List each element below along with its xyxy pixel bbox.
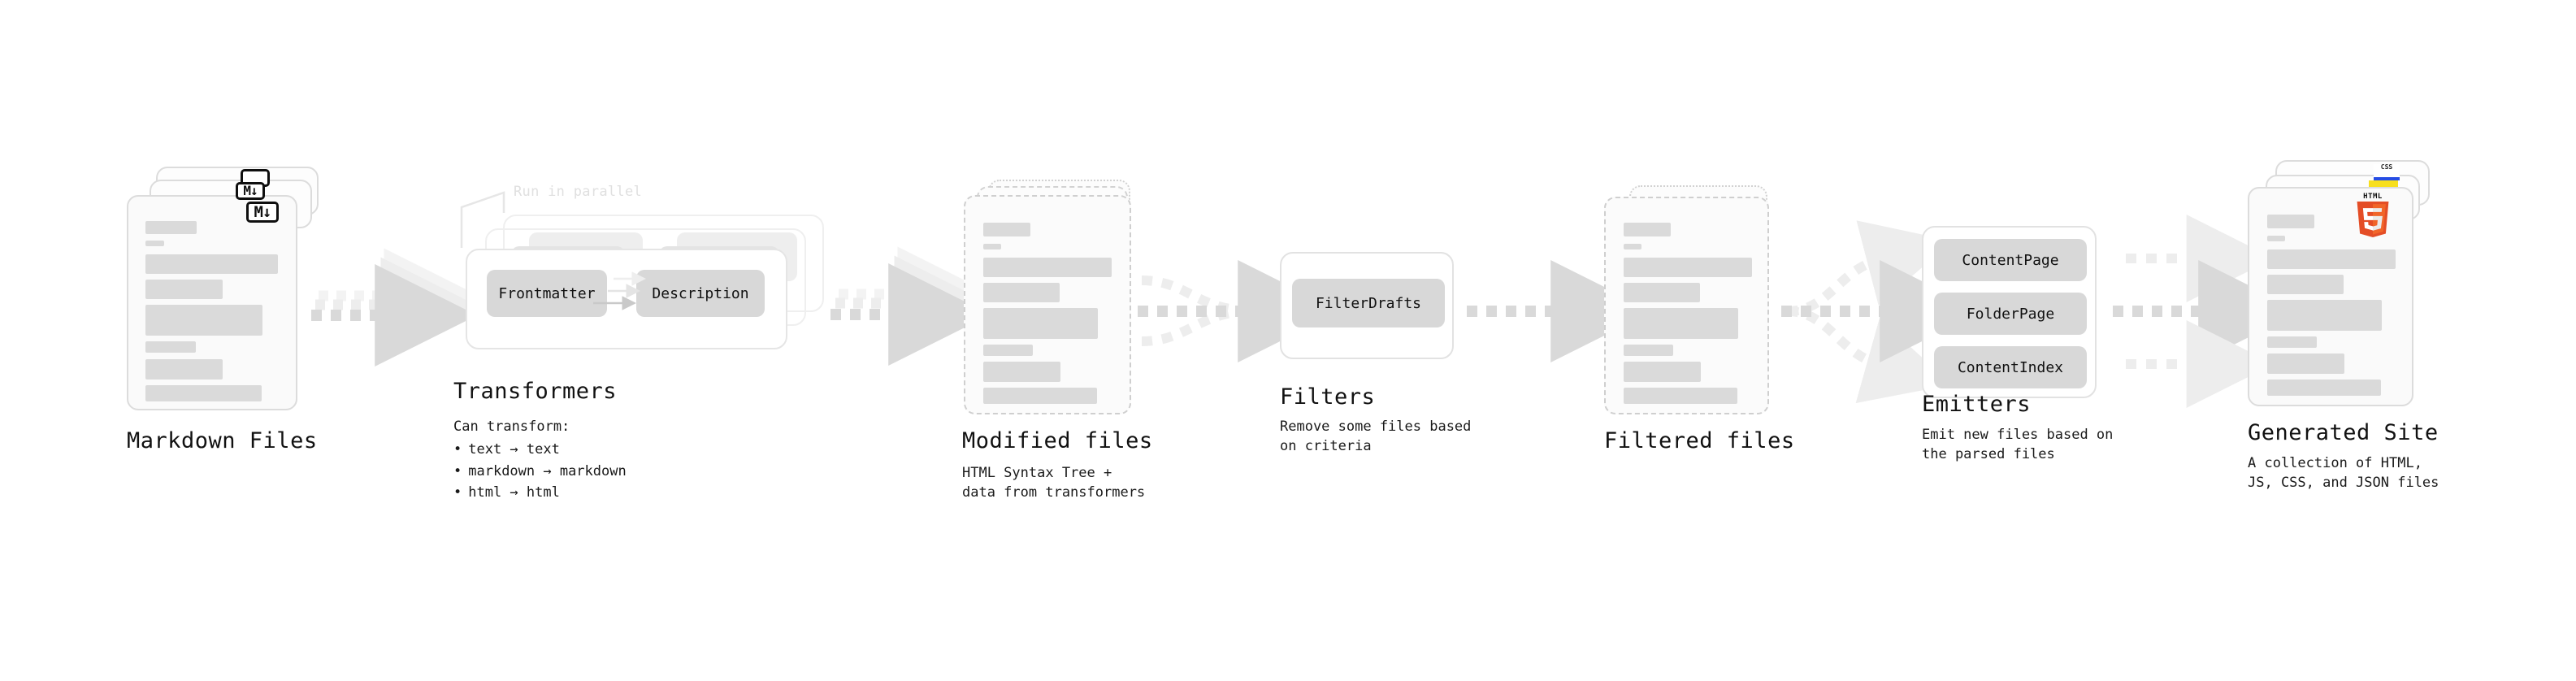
stage-subtitle-generated-site: A collection of HTML, JS, CSS, and JSON … [2248, 455, 2439, 492]
placeholder-bar [983, 223, 1030, 236]
connector-emitters-to-site [2113, 215, 2301, 408]
placeholder-bar [2267, 249, 2396, 269]
placeholder-bar [145, 254, 278, 274]
connector-modified-to-filters [1138, 260, 1341, 362]
stage-title-modified-files: Modified files [962, 428, 1153, 453]
placeholder-bar [983, 283, 1060, 302]
connector-transformers-to-modified [830, 246, 993, 366]
chip-filterdrafts-label: FilterDrafts [1315, 294, 1422, 312]
connector-md-to-transformers [311, 248, 479, 367]
placeholder-bar [145, 305, 262, 336]
transformers-capability-list: Can transform: text → text markdown → ma… [453, 416, 627, 503]
stage-title-generated-site: Generated Site [2248, 420, 2439, 445]
placeholder-bar [145, 385, 262, 401]
chip-contentpage-label: ContentPage [1962, 251, 2059, 269]
placeholder-bar [2267, 336, 2317, 348]
placeholder-bar [2267, 354, 2344, 374]
placeholder-bar [2267, 275, 2344, 294]
placeholder-bar [2267, 300, 2382, 331]
stage-title-emitters: Emitters [1922, 392, 2032, 417]
run-in-parallel-annotation: Run in parallel [514, 184, 643, 200]
placeholder-bar [983, 258, 1112, 277]
placeholder-bar [1624, 345, 1673, 356]
placeholder-bar [1624, 244, 1641, 249]
stage-subtitle-filters: Remove some files based on criteria [1280, 419, 1472, 455]
placeholder-bar [145, 221, 197, 234]
chip-folderpage[interactable]: FolderPage [1934, 293, 2087, 335]
md-sheet-front [127, 195, 297, 410]
html5-shield [2357, 202, 2389, 237]
placeholder-bar [145, 280, 223, 299]
filters-box[interactable]: FilterDrafts [1280, 252, 1454, 359]
css-icon-label: CSS [2380, 163, 2393, 171]
placeholder-bar [2267, 215, 2314, 228]
css-icon: CSS [2374, 164, 2400, 180]
placeholder-bar [983, 308, 1098, 339]
transformers-list-item: html → html [453, 482, 627, 503]
placeholder-bar [1624, 362, 1701, 382]
html5-icon: HTML [2355, 193, 2391, 237]
transformers-list-header: Can transform: [453, 419, 570, 435]
chip-contentindex[interactable]: ContentIndex [1934, 346, 2087, 388]
stage-title-filtered-files: Filtered files [1604, 428, 1795, 453]
chip-filterdrafts[interactable]: FilterDrafts [1292, 279, 1445, 327]
emitters-box[interactable]: ContentPage FolderPage ContentIndex [1922, 226, 2097, 398]
placeholder-bar [1624, 388, 1737, 404]
placeholder-bar [1624, 258, 1752, 277]
placeholder-bar [145, 241, 164, 246]
transformers-box[interactable]: Frontmatter Description [466, 249, 787, 349]
placeholder-bar [983, 362, 1060, 382]
stage-title-markdown-files: Markdown Files [127, 428, 318, 453]
placeholder-bar [1624, 283, 1700, 302]
placeholder-bar [983, 388, 1097, 404]
chip-contentindex-label: ContentIndex [1957, 358, 2064, 376]
filtered-sheet-front [1604, 197, 1769, 414]
connector-filtered-to-emitters [1781, 220, 1983, 404]
chip-frontmatter[interactable]: Frontmatter [487, 270, 607, 317]
placeholder-bar [145, 359, 223, 380]
stage-title-transformers: Transformers [453, 379, 618, 404]
placeholder-bar [1624, 223, 1671, 236]
stage-subtitle-emitters: Emit new files based on the parsed files [1922, 427, 2114, 463]
html5-icon-wordmark: HTML [2363, 193, 2383, 201]
chip-description[interactable]: Description [636, 270, 765, 317]
chip-folderpage-label: FolderPage [1966, 305, 2055, 323]
chip-description-label: Description [652, 284, 749, 302]
placeholder-bar [983, 345, 1033, 356]
markdown-icon-back-1: M↓ [236, 182, 265, 200]
stage-title-filters: Filters [1280, 384, 1376, 410]
chip-contentpage[interactable]: ContentPage [1934, 239, 2087, 281]
placeholder-bar [983, 244, 1001, 249]
modified-sheet-front [964, 195, 1131, 414]
chip-frontmatter-label: Frontmatter [498, 284, 596, 302]
placeholder-bar [2267, 236, 2285, 241]
transformers-list-item: markdown → markdown [453, 461, 626, 482]
stage-subtitle-modified-files: HTML Syntax Tree + data from transformer… [962, 465, 1146, 501]
placeholder-bar [2267, 380, 2381, 396]
markdown-icon: M↓ [246, 202, 279, 223]
placeholder-bar [145, 341, 196, 353]
transformers-list-item: text → text [453, 439, 627, 460]
placeholder-bar [1624, 308, 1738, 339]
